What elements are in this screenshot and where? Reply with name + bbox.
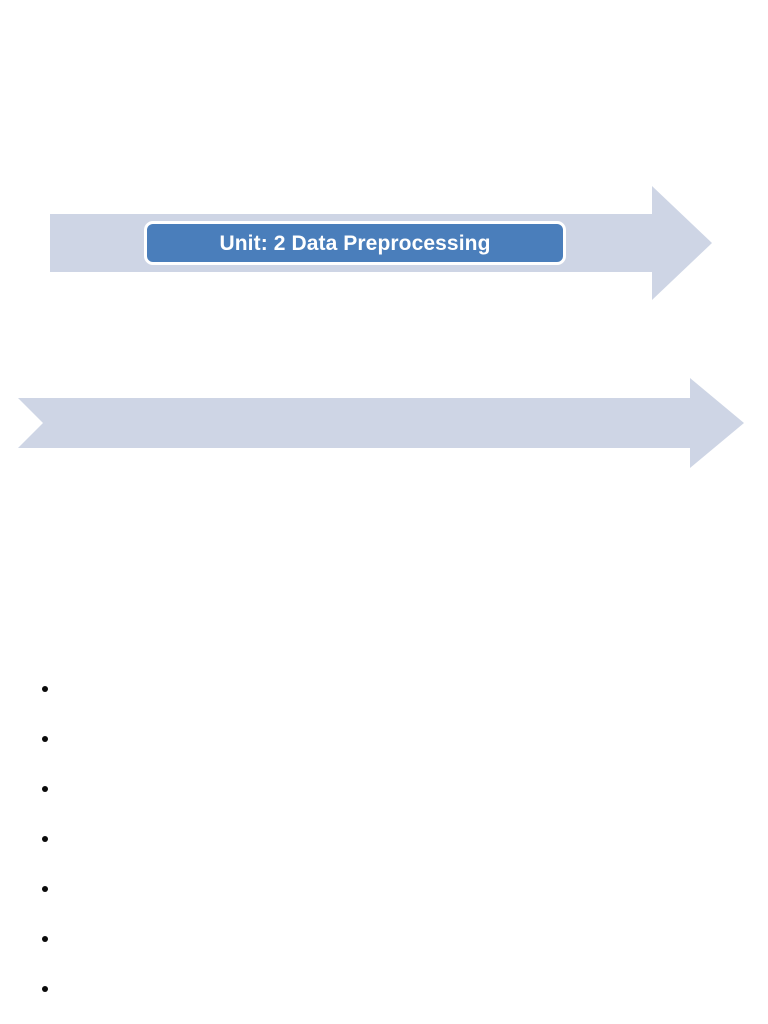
bullet-icon	[42, 736, 48, 742]
unit-title-plate: Unit: 2 Data Preprocessing	[144, 221, 566, 265]
bullet-icon	[42, 786, 48, 792]
page-title: Unit: 2 Data Preprocessing	[219, 231, 491, 255]
list-item	[28, 714, 728, 764]
bullet-icon	[42, 836, 48, 842]
list-item	[28, 914, 728, 964]
chevron-arrow-icon	[18, 378, 744, 468]
bullet-icon	[42, 686, 48, 692]
bullet-list	[28, 664, 728, 1014]
list-item	[28, 664, 728, 714]
list-item	[28, 764, 728, 814]
bullet-icon	[42, 986, 48, 992]
bullet-icon	[42, 936, 48, 942]
list-item	[28, 864, 728, 914]
list-item	[28, 964, 728, 1014]
subtitle-banner	[14, 374, 748, 472]
title-banner: Unit: 2 Data Preprocessing	[50, 182, 720, 304]
bullet-icon	[42, 886, 48, 892]
list-item	[28, 814, 728, 864]
